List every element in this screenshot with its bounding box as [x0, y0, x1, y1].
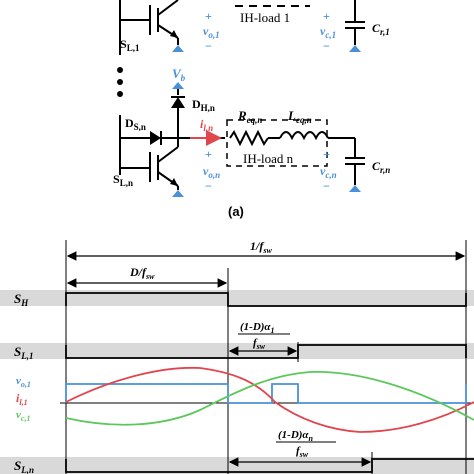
vb-label: Vb [172, 66, 186, 83]
switch-n-label: SL,n [113, 172, 133, 188]
load-1-label: IH-load 1 [240, 10, 290, 25]
capacitor-cr1 [345, 0, 365, 52]
wave-il-label: il,1 [16, 391, 28, 407]
vo1-label: vo,1 [203, 24, 220, 40]
crn-label: Cr,n [372, 159, 390, 175]
vc1-label: vc,1 [320, 24, 336, 40]
il1-waveform [65, 366, 474, 433]
sl1-waveform [65, 344, 467, 359]
wave-vc-label: vc,1 [16, 409, 30, 423]
band-sh [0, 290, 474, 306]
dh-label: DH,n [192, 97, 215, 113]
panel-a-label: (a) [228, 204, 244, 219]
igbt-switch-1 [120, 0, 184, 52]
sln-waveform [65, 458, 474, 473]
vcn-minus: − [323, 179, 330, 193]
inductor-leq [279, 131, 356, 158]
von-label: vo,n [203, 164, 220, 180]
delayn-numerator: (1-D)αn [278, 429, 314, 443]
vc1-minus: − [323, 39, 330, 53]
capacitor-crn [345, 157, 365, 192]
circuit-diagram: SL,1 + vo,1 − IH-load 1 + vc,1 − Cr,1 Vb [113, 0, 390, 219]
cr1-label: Cr,1 [372, 21, 390, 37]
vo1-plus: + [205, 9, 212, 23]
sh-waveform [65, 292, 467, 307]
diode-dh [171, 96, 185, 138]
vcn-label: vc,n [320, 164, 337, 180]
load-n-box [226, 119, 328, 167]
delay1-denominator: fsw [253, 337, 266, 351]
period-label: 1/fsw [250, 239, 272, 255]
timing-diagram: 1/fsw D/fsw SH (1-D)α1 fsw SL,1 vo,1 il,… [0, 239, 474, 474]
req-label: Req,n [237, 108, 262, 125]
wave-vo-label: vo,1 [16, 375, 31, 389]
leq-label: Leq,n [287, 108, 312, 125]
row-sln-label: SL,n [14, 458, 34, 474]
vo1-waveform [65, 383, 467, 404]
delayn-denominator: fsw [296, 445, 309, 459]
igbt-switch-n [120, 138, 184, 197]
vc1-plus: + [323, 9, 330, 23]
il-label: il,n [200, 117, 213, 133]
switch-1-label: SL,1 [120, 37, 140, 53]
row-sl1-label: SL,1 [14, 344, 33, 361]
von-plus: + [205, 147, 212, 161]
vc1-waveform [65, 371, 474, 426]
load-n-label: IH-load n [243, 151, 294, 166]
vo1-minus: − [205, 39, 212, 53]
ds-label: DS,n [125, 116, 146, 132]
delay1-numerator: (1-D)α1 [240, 321, 275, 335]
duty-label: D/fsw [129, 265, 155, 281]
von-minus: − [205, 179, 212, 193]
resistor-req [229, 129, 280, 147]
vcn-plus: + [323, 147, 330, 161]
row-sh-label: SH [14, 291, 29, 308]
